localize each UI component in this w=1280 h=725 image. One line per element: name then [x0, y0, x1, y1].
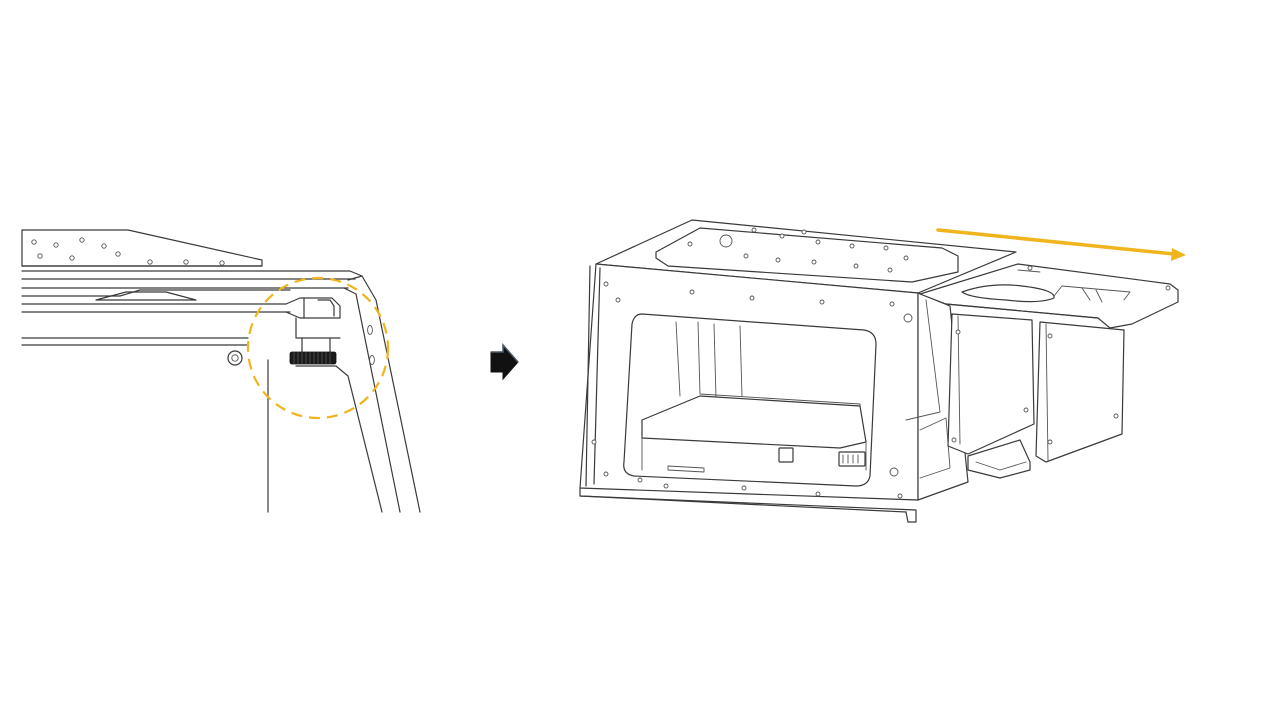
standoff-bolt: [227, 350, 243, 366]
corner-leg: [267, 275, 421, 513]
bracket: [285, 297, 341, 353]
right-arrow-icon: [490, 343, 519, 381]
highlight-circle: [246, 276, 390, 420]
slide-direction-arrow: [936, 228, 1186, 261]
side-bracket-panels: [947, 313, 1125, 479]
enclosure-front: [579, 263, 919, 523]
enclosure-top: [595, 219, 1017, 294]
slide-out-tray: [919, 263, 1179, 329]
side-rail: [21, 287, 349, 346]
detail-view: [21, 229, 421, 513]
thumb-screw-knob: [289, 351, 337, 365]
result-view: [579, 219, 1186, 523]
top-plate: [21, 229, 363, 280]
